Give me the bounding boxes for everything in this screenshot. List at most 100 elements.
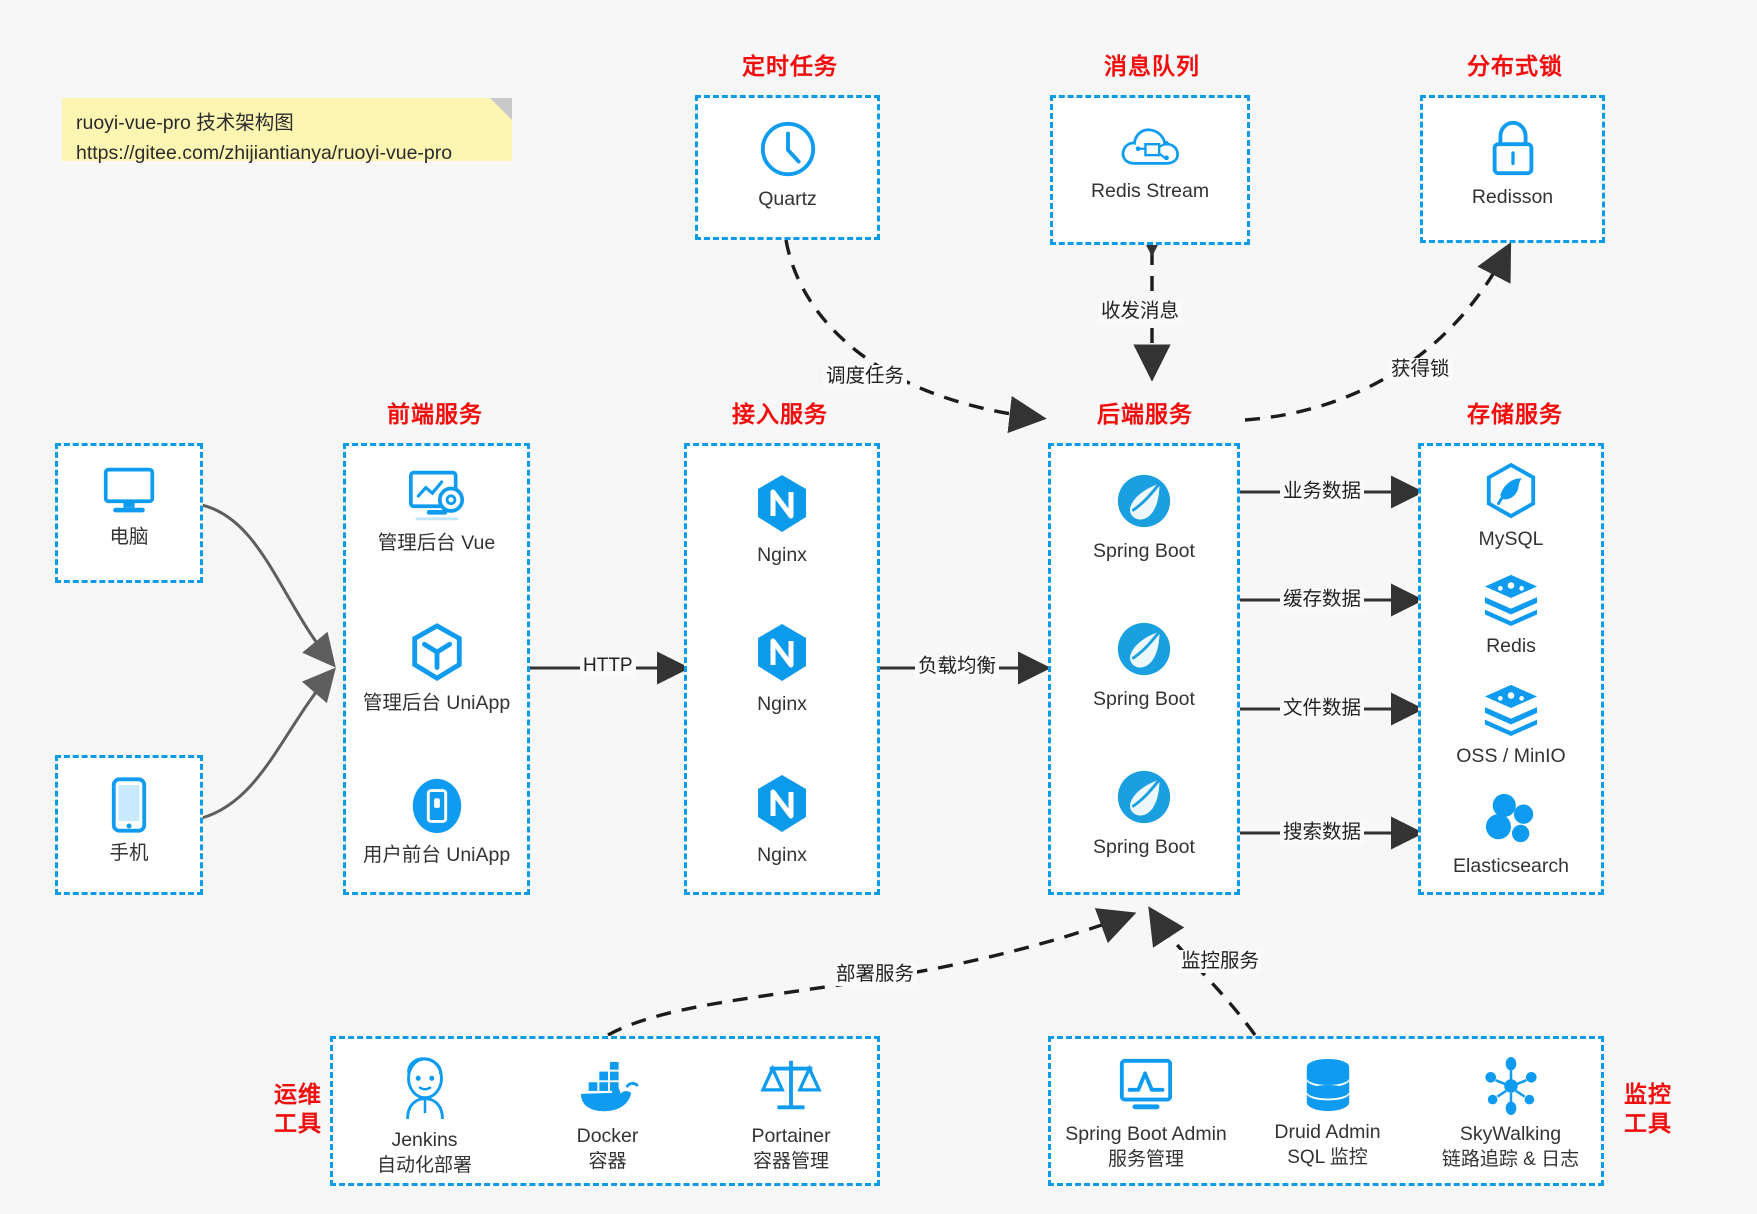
scales-balance-icon [760, 1060, 822, 1110]
devops-title-line1: 运维 [274, 1081, 322, 1107]
sticky-note: ruoyi-vue-pro 技术架构图 https://gitee.com/zh… [62, 98, 512, 164]
elasticsearch-icon [1485, 793, 1534, 843]
node-label: Spring Boot [1093, 540, 1195, 562]
note-url: https://gitee.com/zhijiantianya/ruoyi-vu… [76, 142, 453, 165]
clock-icon [760, 121, 815, 177]
group-title-backend: 后端服务 [1097, 401, 1193, 427]
node-label: 管理后台 UniApp [362, 692, 511, 714]
cloud-network-icon [1121, 128, 1179, 165]
node-label: Druid Admin [1274, 1121, 1381, 1143]
edge-label-file-data: 文件数据 [1280, 697, 1365, 721]
group-title-message-queue: 消息队列 [1104, 53, 1200, 79]
edge-label-load-balance: 负载均衡 [915, 655, 1000, 679]
skywalking-nodes-icon [1484, 1057, 1537, 1115]
node-label: Quartz [758, 188, 817, 210]
node-redisson[interactable]: Redisson [1423, 118, 1602, 210]
node-label: Nginx [757, 844, 807, 866]
group-title-devops: 运维 工具 [262, 1080, 334, 1138]
node-desktop[interactable]: 电脑 [58, 464, 200, 550]
node-nginx-3[interactable]: Nginx [687, 772, 877, 868]
node-sublabel: SQL 监控 [1287, 1147, 1368, 1169]
node-sublabel: 自动化部署 [376, 1155, 472, 1177]
group-box-client-mobile: 手机 [55, 755, 203, 895]
node-admin-vue[interactable]: 管理后台 Vue [346, 468, 527, 556]
group-title-scheduled-tasks: 定时任务 [742, 53, 838, 79]
group-box-frontend: 管理后台 Vue 管理后台 UniApp 用户前台 UniApp [343, 443, 530, 895]
node-sublabel: 服务管理 [1107, 1149, 1184, 1171]
redis-stack-icon [1484, 574, 1538, 627]
group-title-monitoring: 监控 工具 [1612, 1080, 1684, 1138]
edge-label-http: HTTP [580, 655, 636, 678]
node-skywalking[interactable]: SkyWalking 链路追踪 & 日志 [1414, 1057, 1607, 1173]
edge-label-schedule-task: 调度任务 [823, 365, 908, 389]
node-spring-boot-3[interactable]: Spring Boot [1051, 766, 1237, 860]
group-title-frontend: 前端服务 [387, 401, 483, 427]
node-label: Spring Boot [1093, 836, 1195, 858]
node-elasticsearch[interactable]: Elasticsearch [1421, 791, 1601, 879]
node-label: OSS / MinIO [1456, 745, 1566, 767]
node-label: Redis [1486, 635, 1536, 657]
node-nginx-1[interactable]: Nginx [687, 472, 877, 568]
node-admin-uniapp[interactable]: 管理后台 UniApp [346, 622, 527, 716]
note-title: ruoyi-vue-pro 技术架构图 [76, 112, 294, 134]
node-user-uniapp[interactable]: 用户前台 UniApp [346, 776, 527, 868]
node-label: 用户前台 UniApp [362, 844, 511, 866]
edge-label-cache-data: 缓存数据 [1280, 588, 1365, 612]
node-label: Jenkins [391, 1129, 458, 1151]
group-title-distributed-lock: 分布式锁 [1467, 53, 1563, 79]
monitoring-title-line2: 工具 [1624, 1109, 1672, 1136]
docker-whale-icon [580, 1061, 638, 1112]
group-box-monitoring: Spring Boot Admin 服务管理 Druid Admin SQL 监… [1048, 1036, 1604, 1186]
node-sublabel: 容器管理 [752, 1151, 829, 1173]
jenkins-butler-icon [405, 1057, 444, 1120]
node-quartz[interactable]: Quartz [698, 118, 877, 212]
node-mobile[interactable]: 手机 [58, 776, 200, 866]
group-box-client-desktop: 电脑 [55, 443, 203, 583]
nginx-icon [758, 475, 806, 532]
node-redis[interactable]: Redis [1421, 571, 1601, 659]
node-label: Spring Boot Admin [1065, 1123, 1227, 1145]
edge-label-search-data: 搜索数据 [1280, 821, 1365, 845]
edge-label-acquire-lock: 获得锁 [1388, 358, 1453, 382]
node-druid-admin[interactable]: Druid Admin SQL 监控 [1241, 1057, 1414, 1171]
group-box-distributed-lock: Redisson [1420, 95, 1605, 243]
node-mysql[interactable]: MySQL [1421, 462, 1601, 552]
node-spring-boot-2[interactable]: Spring Boot [1051, 618, 1237, 712]
nginx-icon [758, 775, 806, 832]
devops-title-line2: 工具 [274, 1109, 322, 1136]
group-box-storage: MySQL Redis OSS / MinIO [1418, 443, 1604, 895]
node-label: Portainer [751, 1125, 831, 1147]
node-label: SkyWalking [1459, 1123, 1562, 1145]
edge-label-monitor-service: 监控服务 [1178, 950, 1263, 974]
cube-icon [411, 623, 462, 682]
node-jenkins[interactable]: Jenkins 自动化部署 [333, 1055, 516, 1179]
node-label: MySQL [1478, 528, 1544, 550]
group-title-storage: 存储服务 [1467, 401, 1563, 427]
monitoring-title-line1: 监控 [1624, 1081, 1672, 1107]
node-label: Nginx [757, 693, 807, 715]
node-label: Redis Stream [1090, 180, 1210, 202]
object-storage-icon [1484, 684, 1538, 737]
node-sublabel: 链路追踪 & 日志 [1441, 1149, 1580, 1171]
edge-label-deploy-service: 部署服务 [833, 963, 918, 987]
node-spring-boot-admin[interactable]: Spring Boot Admin 服务管理 [1051, 1057, 1241, 1173]
node-oss-minio[interactable]: OSS / MinIO [1421, 681, 1601, 769]
node-label: 手机 [109, 842, 149, 864]
node-spring-boot-1[interactable]: Spring Boot [1051, 470, 1237, 564]
node-redis-stream[interactable]: Redis Stream [1053, 120, 1247, 204]
node-label: Spring Boot [1093, 688, 1195, 710]
group-box-scheduled-tasks: Quartz [695, 95, 880, 240]
edge-label-business-data: 业务数据 [1280, 480, 1365, 504]
group-box-message-queue: Redis Stream [1050, 95, 1250, 245]
node-label: 管理后台 Vue [377, 532, 496, 554]
node-portainer[interactable]: Portainer 容器管理 [699, 1055, 883, 1175]
desktop-monitor-icon [103, 467, 155, 513]
node-docker[interactable]: Docker 容器 [516, 1061, 699, 1175]
node-nginx-2[interactable]: Nginx [687, 621, 877, 717]
edge-label-send-receive-message: 收发消息 [1098, 300, 1183, 324]
mobile-phone-icon [111, 777, 147, 833]
group-box-backend: Spring Boot Spring Boot Spring Boot [1048, 443, 1240, 895]
node-label: Nginx [757, 544, 807, 566]
dashboard-gear-icon [408, 470, 464, 521]
group-box-devops: Jenkins 自动化部署 Docker 容器 [330, 1036, 880, 1186]
